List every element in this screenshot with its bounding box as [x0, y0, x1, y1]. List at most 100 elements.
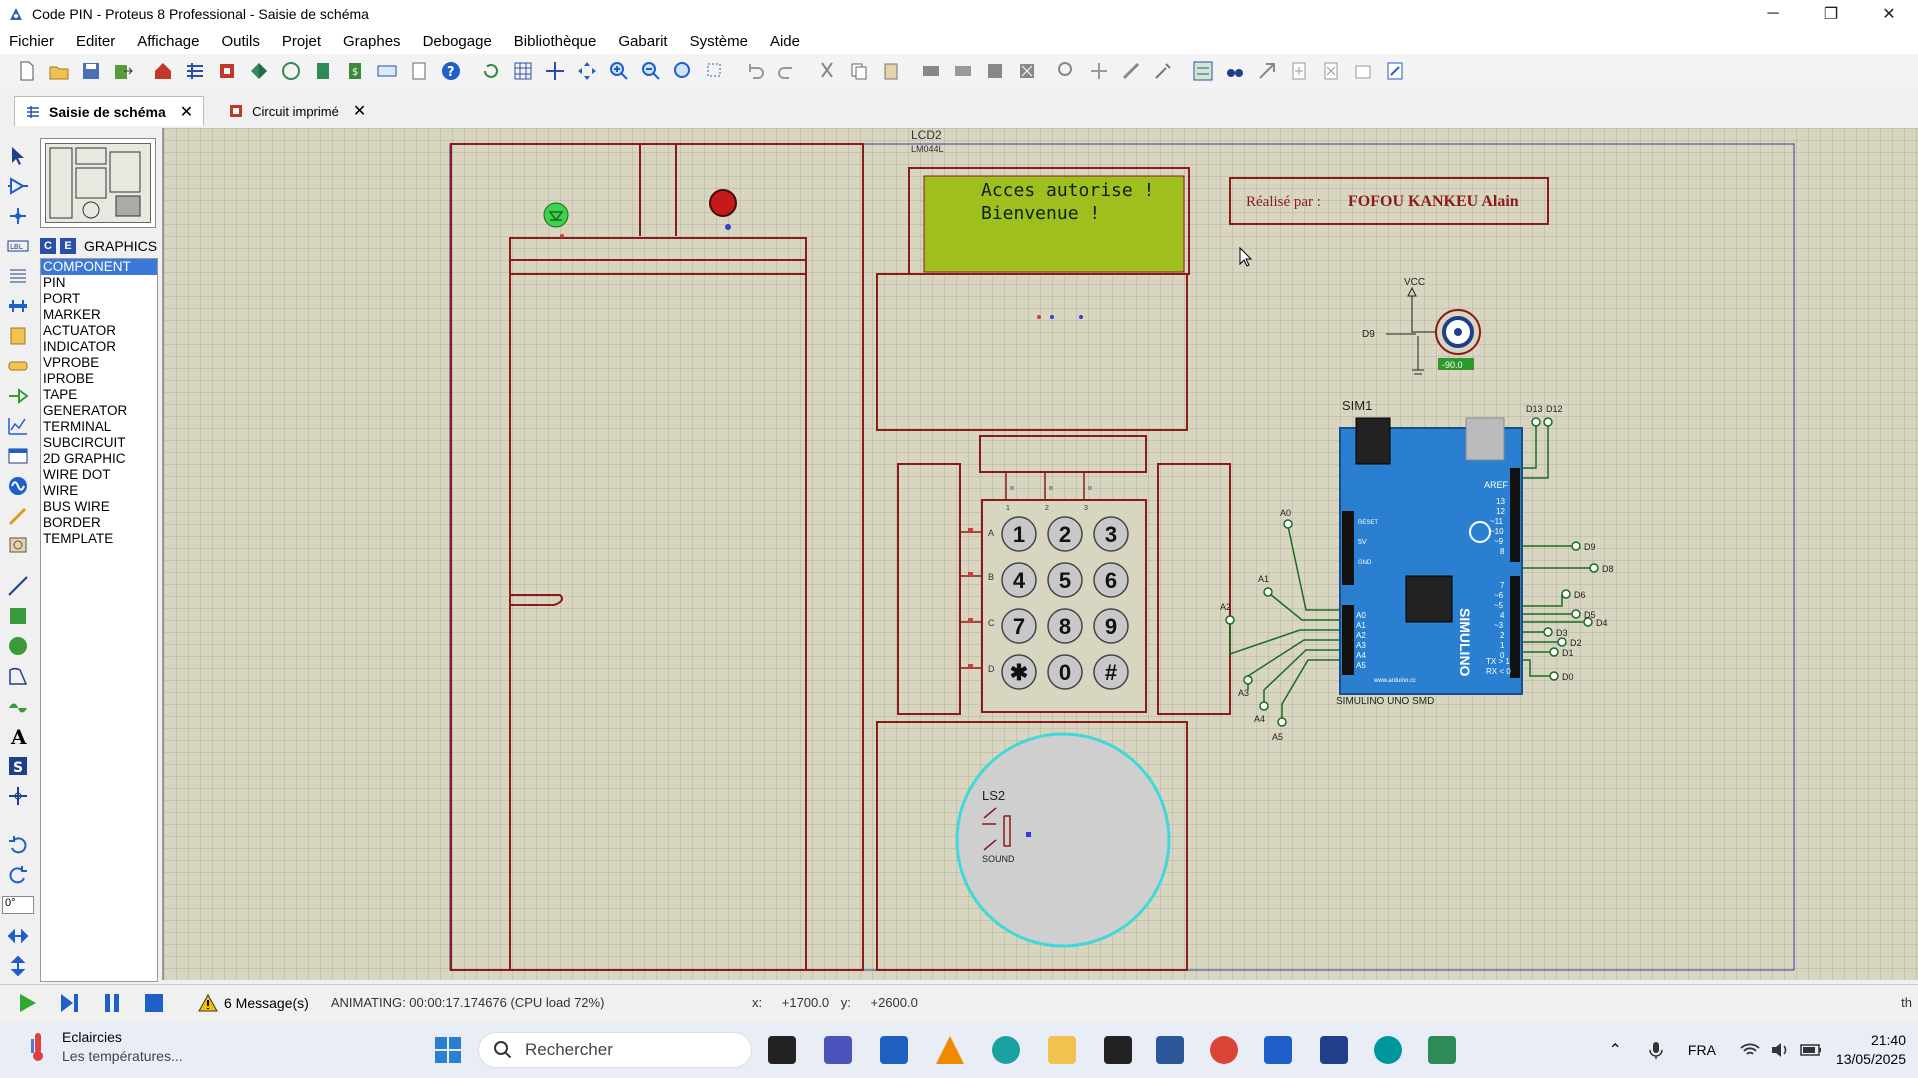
- help-icon[interactable]: ?: [438, 58, 464, 84]
- terminal-icon[interactable]: [1104, 1036, 1132, 1064]
- green-led-icon[interactable]: [543, 202, 569, 228]
- import-icon[interactable]: [110, 58, 136, 84]
- pick-device-icon[interactable]: [1054, 58, 1080, 84]
- chevron-up-icon[interactable]: ⌃: [1608, 1042, 1622, 1059]
- decompose-icon[interactable]: [1150, 58, 1176, 84]
- text-script-icon[interactable]: [6, 264, 30, 288]
- menu-aide[interactable]: Aide: [769, 32, 800, 50]
- open-folder-icon[interactable]: [46, 58, 72, 84]
- text-tool-icon[interactable]: A: [6, 724, 30, 749]
- bom-icon[interactable]: [310, 58, 336, 84]
- messages-indicator[interactable]: 6 Message(s): [198, 993, 309, 1012]
- search-tag-icon[interactable]: [1222, 58, 1248, 84]
- rotate-clockwise-icon[interactable]: [6, 834, 30, 858]
- close-tab-icon[interactable]: ✕: [179, 103, 194, 121]
- terminals-icon[interactable]: [6, 354, 30, 378]
- block-move-icon[interactable]: [950, 58, 976, 84]
- bus-icon[interactable]: [6, 294, 30, 318]
- paste-icon[interactable]: [878, 58, 904, 84]
- zoom-area-icon[interactable]: [702, 58, 728, 84]
- store-icon[interactable]: [880, 1036, 908, 1064]
- home-icon[interactable]: [150, 58, 176, 84]
- list-item[interactable]: WIRE: [43, 483, 79, 498]
- app-icon[interactable]: [1264, 1036, 1292, 1064]
- tape-recorder-icon[interactable]: [6, 444, 30, 468]
- design-explorer-icon[interactable]: [1382, 58, 1408, 84]
- close-tab-icon[interactable]: ✕: [352, 103, 367, 120]
- list-item[interactable]: BORDER: [43, 515, 101, 530]
- minimize-icon[interactable]: ─: [1767, 5, 1779, 22]
- list-item[interactable]: TAPE: [43, 387, 78, 402]
- package-tool-icon[interactable]: [1118, 58, 1144, 84]
- subcircuit-icon[interactable]: [6, 324, 30, 348]
- rotate-anticlockwise-icon[interactable]: [6, 864, 30, 888]
- debug-icon[interactable]: [374, 58, 400, 84]
- symbol-tool-icon[interactable]: S: [6, 754, 30, 778]
- cost-icon[interactable]: $: [342, 58, 368, 84]
- box-tool-icon[interactable]: [6, 604, 30, 628]
- list-item[interactable]: GENERATOR: [43, 403, 128, 418]
- battery-icon[interactable]: [1800, 1043, 1822, 1057]
- keypad-keys[interactable]: [1001, 516, 1129, 690]
- tab-circuit-imprime[interactable]: Circuit imprimé ✕: [218, 96, 376, 126]
- microphone-icon[interactable]: [1648, 1040, 1664, 1060]
- wire-label-icon[interactable]: LBL: [6, 234, 30, 258]
- list-item[interactable]: PORT: [43, 291, 81, 306]
- overview-window[interactable]: [40, 138, 156, 228]
- menu-editer[interactable]: Editer: [76, 32, 116, 50]
- save-icon[interactable]: [78, 58, 104, 84]
- analog-terminals[interactable]: [1225, 519, 1293, 727]
- schematic-icon[interactable]: [182, 58, 208, 84]
- digital-terminals[interactable]: [1531, 417, 1599, 681]
- menu-debogage[interactable]: Debogage: [422, 32, 492, 50]
- junction-dot-icon[interactable]: [6, 204, 30, 228]
- weather-widget[interactable]: Eclaircies Les températures...: [26, 1028, 183, 1066]
- arc-tool-icon[interactable]: [6, 664, 30, 688]
- refresh-icon[interactable]: [478, 58, 504, 84]
- pause-icon[interactable]: [98, 989, 126, 1017]
- rotation-angle-field[interactable]: 0°: [2, 896, 34, 914]
- edge-icon[interactable]: [992, 1036, 1020, 1064]
- menu-fichier[interactable]: Fichier: [9, 32, 55, 50]
- chrome-icon[interactable]: [1210, 1036, 1238, 1064]
- block-rotate-icon[interactable]: [982, 58, 1008, 84]
- exit-parent-icon[interactable]: [1350, 58, 1376, 84]
- proteus-taskbar-icon[interactable]: [1320, 1036, 1348, 1064]
- grid-icon[interactable]: [510, 58, 536, 84]
- vscode-icon[interactable]: [1428, 1036, 1456, 1064]
- play-icon[interactable]: [14, 989, 42, 1017]
- file-explorer-icon[interactable]: [1048, 1036, 1076, 1064]
- graph-icon[interactable]: [6, 414, 30, 438]
- list-item[interactable]: 2D GRAPHIC: [43, 451, 126, 466]
- list-item[interactable]: TEMPLATE: [43, 531, 114, 546]
- block-copy-icon[interactable]: [918, 58, 944, 84]
- zoom-out-icon[interactable]: [638, 58, 664, 84]
- components-mode-button[interactable]: C: [40, 238, 56, 254]
- gerber-icon[interactable]: [278, 58, 304, 84]
- block-delete-icon[interactable]: [1014, 58, 1040, 84]
- new-file-icon[interactable]: [14, 58, 40, 84]
- menu-graphes[interactable]: Graphes: [343, 32, 401, 50]
- new-sheet-icon[interactable]: [1286, 58, 1312, 84]
- keypad[interactable]: 1 2 3 A B C D: [960, 472, 1147, 713]
- wifi-icon[interactable]: [1740, 1042, 1760, 1058]
- path-tool-icon[interactable]: [6, 694, 30, 718]
- circle-tool-icon[interactable]: [6, 634, 30, 658]
- marker-tool-icon[interactable]: [6, 784, 30, 808]
- vlc-icon[interactable]: [936, 1036, 964, 1064]
- list-item[interactable]: ACTUATOR: [43, 323, 117, 338]
- lcd-screen[interactable]: [923, 175, 1185, 273]
- arduino-icon[interactable]: [1374, 1036, 1402, 1064]
- menu-systeme[interactable]: Système: [689, 32, 748, 50]
- line-tool-icon[interactable]: [6, 574, 30, 598]
- pcb-icon[interactable]: [214, 58, 240, 84]
- close-icon[interactable]: ✕: [1882, 6, 1896, 23]
- menu-projet[interactable]: Projet: [281, 32, 322, 50]
- cut-icon[interactable]: [814, 58, 840, 84]
- component-mode-icon[interactable]: [6, 174, 30, 198]
- list-item[interactable]: COMPONENT: [41, 259, 157, 275]
- taskview-icon[interactable]: [768, 1036, 796, 1064]
- arduino-board[interactable]: SIM1 SIMULINO AREF RESET 5V GND TX > 1 R…: [1336, 398, 1523, 707]
- remove-sheet-icon[interactable]: [1318, 58, 1344, 84]
- menu-gabarit[interactable]: Gabarit: [618, 32, 668, 50]
